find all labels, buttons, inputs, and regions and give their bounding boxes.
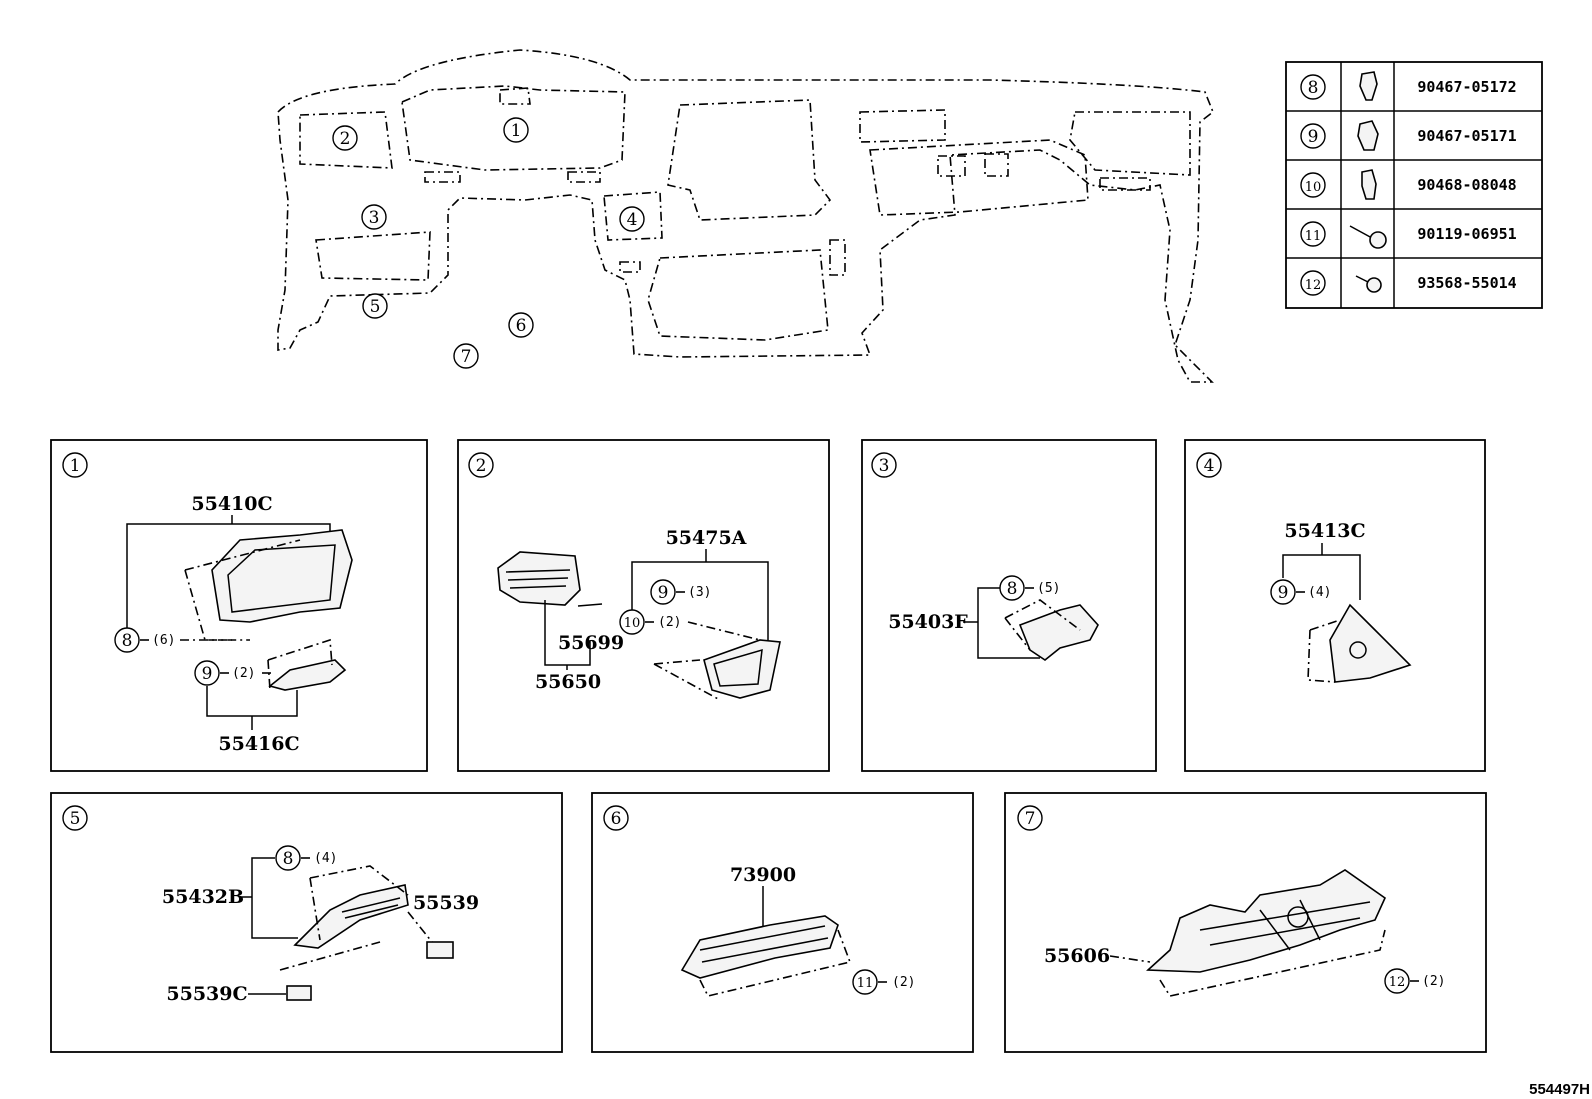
connector-55539C — [286, 985, 312, 1001]
panel-1: 1 55410C 8 (6) 9 (2) 55416C — [50, 439, 428, 772]
panel-2-callout-10-qty: (2) — [658, 615, 681, 630]
clip-icon — [1357, 120, 1379, 151]
part-label-55539C: 55539C — [166, 983, 247, 1005]
panel-3: 3 55403F 8 (5) — [861, 439, 1157, 772]
panel-1-callout-8-qty: (6) — [152, 633, 175, 648]
fastener-row-num: 9 — [1308, 127, 1319, 147]
fastener-row: 9 90467-05171 — [1300, 120, 1517, 151]
overview-callout-2: 2 — [332, 125, 358, 151]
fastener-row-num: 10 — [1305, 180, 1322, 195]
part-label-55475A: 55475A — [666, 527, 747, 549]
fastener-part-number: 90467-05171 — [1417, 127, 1516, 145]
fastener-row-num: 12 — [1305, 278, 1322, 293]
part-label-55403F: 55403F — [888, 611, 968, 633]
panel-2-number: 2 — [476, 456, 487, 476]
overview-callout-6-label: 6 — [516, 316, 527, 336]
panel-4-callout-9: 9 — [1278, 583, 1289, 603]
panel-4-callout-9-qty: (4) — [1308, 585, 1331, 600]
panel-6-number: 6 — [611, 809, 622, 829]
part-label-73900: 73900 — [730, 864, 796, 886]
overview-callout-1: 1 — [503, 117, 529, 143]
fastener-row: 11 90119-06951 — [1300, 221, 1517, 249]
panel-3-number: 3 — [879, 456, 890, 476]
overview-callout-3: 3 — [361, 204, 387, 230]
part-label-55416C: 55416C — [218, 733, 299, 755]
fastener-row-num: 11 — [1305, 229, 1322, 244]
panel-7-callout-12: 12 — [1389, 975, 1406, 990]
panel-7: 7 55606 12 (2) — [1004, 792, 1487, 1053]
overview-callout-2-label: 2 — [340, 129, 351, 149]
panel-2-callout-9: 9 — [658, 583, 669, 603]
part-label-55539: 55539 — [413, 892, 479, 914]
panel-5-number: 5 — [70, 809, 81, 829]
clip-icon — [1359, 71, 1378, 101]
panel-1-callout-9: 9 — [202, 664, 213, 684]
part-label-55650: 55650 — [535, 671, 601, 693]
panel-6-callout-11-qty: (2) — [892, 975, 915, 990]
overview-callout-3-label: 3 — [369, 208, 380, 228]
reference-code: 554497H — [1529, 1081, 1590, 1098]
dashboard-overview — [277, 49, 1214, 383]
panel-7-number: 7 — [1025, 809, 1036, 829]
overview-callout-7: 7 — [453, 343, 479, 369]
part-label-55432B: 55432B — [162, 886, 244, 908]
fastener-row: 8 90467-05172 — [1300, 71, 1517, 101]
panel-2-callout-9-qty: (3) — [688, 585, 711, 600]
fastener-part-number: 90468-08048 — [1417, 176, 1516, 194]
panel-3-callout-8: 8 — [1007, 579, 1018, 599]
fastener-row: 10 90468-08048 — [1300, 169, 1517, 200]
overview-callout-5-label: 5 — [370, 297, 381, 317]
panel-5: 5 8 (4) 55432B 55539 55539C — [50, 792, 563, 1053]
overview-callout-4-label: 4 — [627, 210, 638, 230]
clip-icon — [1361, 169, 1377, 200]
fastener-table — [1285, 61, 1543, 309]
overview-callout-7-label: 7 — [461, 347, 472, 367]
overview-callout-6: 6 — [508, 312, 534, 338]
screw-icon — [1349, 225, 1387, 249]
fastener-part-number: 90119-06951 — [1417, 225, 1516, 243]
fastener-part-number: 90467-05172 — [1417, 78, 1516, 96]
panel-5-callout-8-qty: (4) — [314, 851, 337, 866]
part-label-55410C: 55410C — [191, 493, 272, 515]
part-label-55413C: 55413C — [1284, 520, 1365, 542]
panel-5-callout-8: 8 — [283, 849, 294, 869]
panel-1-number: 1 — [70, 456, 81, 476]
panel-2-callout-10: 10 — [624, 616, 641, 631]
fastener-row-num: 8 — [1308, 78, 1319, 98]
overview-callout-4: 4 — [619, 206, 645, 232]
panel-3-callout-8-qty: (5) — [1037, 581, 1060, 596]
part-label-55699: 55699 — [558, 632, 624, 654]
panel-1-callout-9-qty: (2) — [232, 666, 255, 681]
part-label-55606: 55606 — [1044, 945, 1110, 967]
panel-2: 2 55699 55650 55475A 9 (3) 10 (2) — [457, 439, 830, 772]
screw-icon — [1355, 275, 1382, 293]
panel-4-number: 4 — [1204, 456, 1215, 476]
overview-callout-1-label: 1 — [511, 121, 522, 141]
panel-1-callout-8: 8 — [122, 631, 133, 651]
panel-6: 6 73900 11 (2) — [591, 792, 974, 1053]
fastener-row: 12 93568-55014 — [1300, 270, 1517, 296]
panel-6-callout-11: 11 — [857, 976, 874, 991]
connector-55539 — [426, 941, 454, 959]
panel-7-callout-12-qty: (2) — [1422, 974, 1445, 989]
panel-4: 4 55413C 9 (4) — [1184, 439, 1486, 772]
overview-callout-5: 5 — [362, 293, 388, 319]
fastener-part-number: 93568-55014 — [1417, 274, 1516, 292]
